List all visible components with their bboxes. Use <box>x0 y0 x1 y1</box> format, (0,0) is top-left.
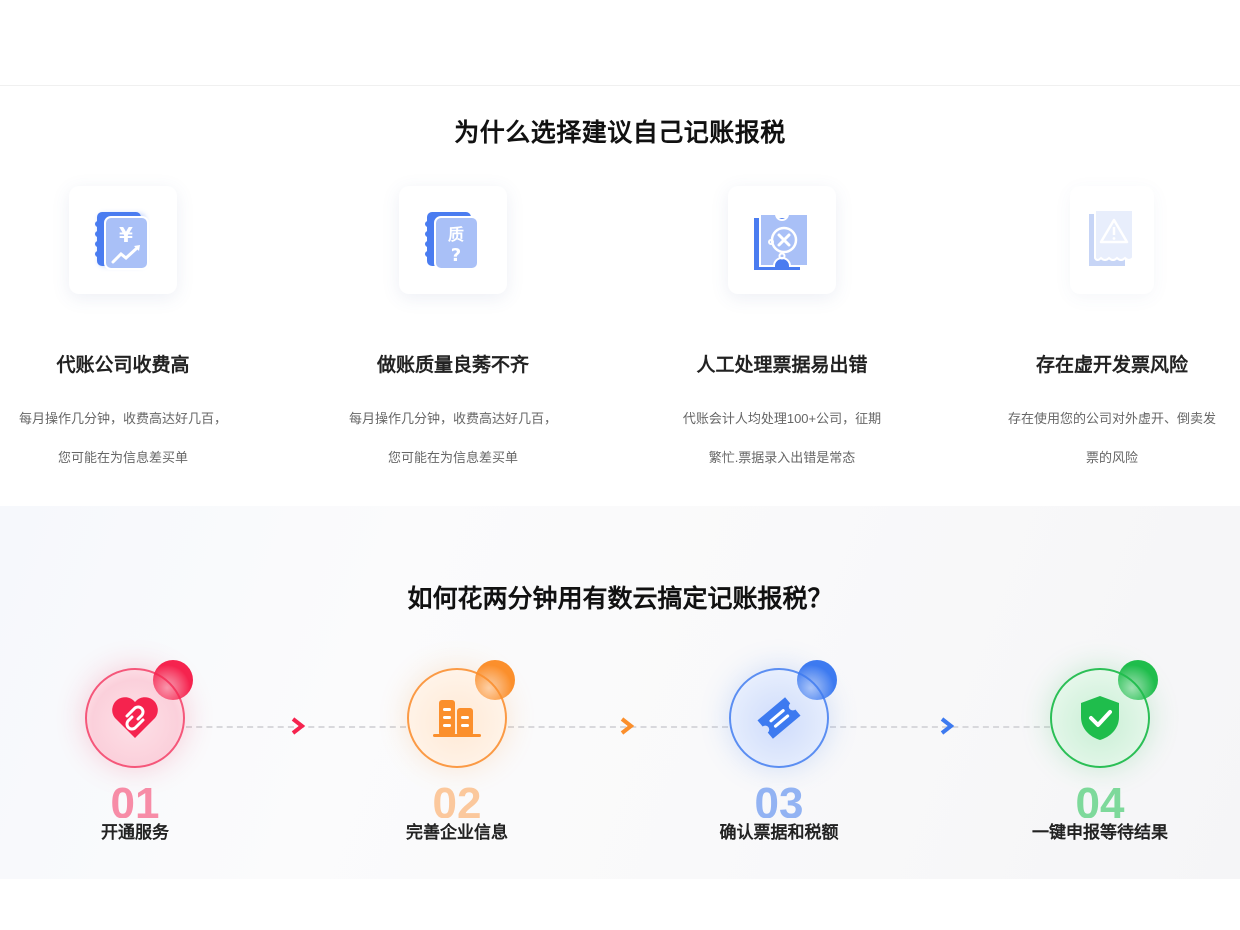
feature-desc-line: 繁忙.票据录入出错是常态 <box>708 450 856 465</box>
how-section: 如何花两分钟用有数云搞定记账报税？ 01 开通服务 <box>0 506 1240 879</box>
top-bar <box>0 0 1240 86</box>
building-icon <box>433 700 481 737</box>
step-label: 开通服务 <box>101 823 169 842</box>
feature-desc-line: 票的风险 <box>1085 450 1138 465</box>
step-label: 确认票据和税额 <box>719 823 839 842</box>
step-connector <box>830 726 1050 728</box>
receipt-warning-icon <box>1089 209 1134 266</box>
feature-icon-card <box>728 186 836 294</box>
footer-whitespace <box>0 879 1240 930</box>
step-accent-dot <box>153 660 193 700</box>
step-1: 01 开通服务 <box>35 660 235 843</box>
feature-desc: 每月操作几分钟，收费高达好几百， 您可能在为信息差买单 <box>3 399 243 477</box>
feature-desc-line: 存在使用您的公司对外虚开、倒卖发 <box>1007 411 1216 426</box>
shield-check-icon <box>1081 696 1119 740</box>
feature-card-4: 存在虚开发票风险 存在使用您的公司对外虚开、倒卖发 票的风险 <box>992 186 1232 477</box>
step-number: 01 <box>110 786 160 818</box>
step-4: 04 一键申报等待结果 <box>1000 660 1200 843</box>
feature-icon-card: ¥ <box>69 186 177 294</box>
svg-text:?: ? <box>451 245 461 266</box>
step-number: 03 <box>754 786 804 818</box>
step-number: 02 <box>432 786 482 818</box>
step-number: 04 <box>1075 786 1125 818</box>
chevron-right-icon <box>940 717 955 735</box>
feature-card-3: 人工处理票据易出错 代账会计人均处理100+公司，征期 繁忙.票据录入出错是常态 <box>662 186 902 477</box>
feature-card-1: ¥ 代账公司收费高 每月操作几分钟，收费高达好几百， 您可能在为信息差买单 <box>3 186 243 477</box>
chevron-right-icon <box>620 717 635 735</box>
feature-desc-line: 每月操作几分钟，收费高达好几百， <box>18 411 227 426</box>
step-accent-dot <box>475 660 515 700</box>
why-section: 为什么选择建议自己记账报税 ¥ 代账公司收费高 每月操作几分钟，收费高达好几百，… <box>0 86 1240 506</box>
step-connector <box>508 726 728 728</box>
step-3: 03 确认票据和税额 <box>679 660 879 843</box>
feature-icon-card <box>1070 186 1154 294</box>
step-accent-dot <box>1118 660 1158 700</box>
notebook-quality-icon: 质 ? <box>425 212 479 270</box>
feature-card-2: 质 ? 做账质量良莠不齐 每月操作几分钟，收费高达好几百， 您可能在为信息差买单 <box>333 186 573 477</box>
feature-title: 代账公司收费高 <box>56 355 190 376</box>
svg-text:¥: ¥ <box>119 223 133 247</box>
step-label: 完善企业信息 <box>406 823 508 842</box>
step-connector <box>186 726 406 728</box>
feature-title: 人工处理票据易出错 <box>696 355 868 376</box>
feature-desc-line: 每月操作几分钟，收费高达好几百， <box>348 411 557 426</box>
step-label: 一键申报等待结果 <box>1032 823 1168 842</box>
how-section-title: 如何花两分钟用有数云搞定记账报税？ <box>407 585 833 613</box>
feature-title: 存在虚开发票风险 <box>1035 355 1188 376</box>
feature-desc-line: 您可能在为信息差买单 <box>57 450 188 465</box>
svg-text:质: 质 <box>448 225 464 244</box>
feature-desc: 每月操作几分钟，收费高达好几百， 您可能在为信息差买单 <box>333 399 573 477</box>
notebook-yen-icon: ¥ <box>95 212 149 270</box>
feature-desc-line: 代账会计人均处理100+公司，征期 <box>682 411 882 426</box>
ticket-error-icon <box>754 213 809 270</box>
why-section-title: 为什么选择建议自己记账报税 <box>454 119 786 147</box>
feature-icon-card: 质 ? <box>399 186 507 294</box>
feature-desc: 存在使用您的公司对外虚开、倒卖发 票的风险 <box>992 399 1232 477</box>
feature-desc: 代账会计人均处理100+公司，征期 繁忙.票据录入出错是常态 <box>662 399 902 477</box>
chevron-right-icon <box>291 717 306 735</box>
heart-link-icon <box>112 697 158 738</box>
step-2: 02 完善企业信息 <box>357 660 557 843</box>
feature-desc-line: 您可能在为信息差买单 <box>387 450 518 465</box>
ticket-icon <box>757 697 801 739</box>
step-accent-dot <box>797 660 837 700</box>
feature-title: 做账质量良莠不齐 <box>376 355 529 376</box>
